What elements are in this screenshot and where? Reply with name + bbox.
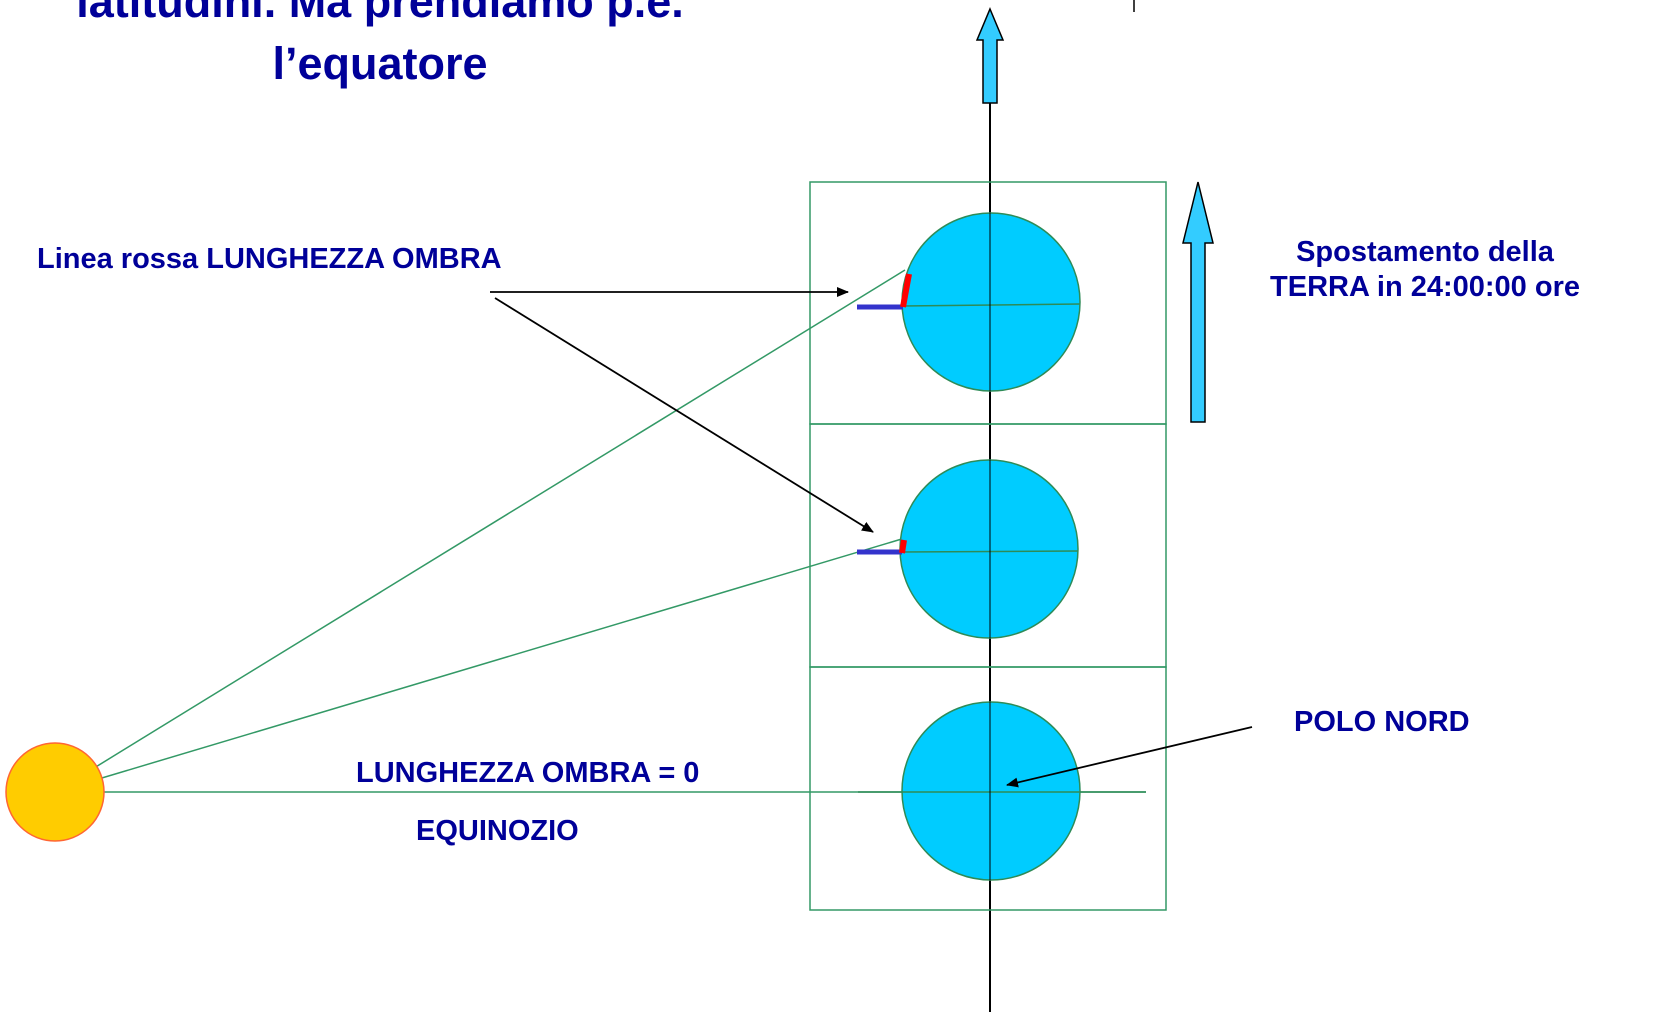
- earth-top-equator: [901, 303, 1081, 307]
- earth-motion-arrow: [1182, 181, 1214, 423]
- earth-middle-disc: [899, 459, 1079, 639]
- label-shadow-zero: LUNGHEZZA OMBRA = 0: [356, 757, 700, 789]
- title-line-2: l’equatore: [272, 38, 488, 89]
- axis-motion-arrow: [975, 7, 1005, 104]
- pointer-to-middle-shadow: [494, 297, 874, 533]
- pointer-to-north-pole: [1006, 726, 1253, 788]
- earth-bottom-disc: [901, 701, 1081, 881]
- shadow-middle: [899, 539, 907, 554]
- label-earth-displacement: Spostamento della TERRA in 24:00:00 ore: [1270, 236, 1580, 303]
- shadow-top: [900, 273, 912, 308]
- sun-ray-top: [54, 269, 906, 793]
- earth-bottom: [858, 701, 1146, 881]
- label-north-pole: POLO NORD: [1294, 706, 1470, 738]
- earth-middle-equator: [899, 550, 1079, 553]
- title-line-1: latitudini. Ma prendiamo p.e.: [76, 0, 684, 27]
- label-equinox: EQUINOZIO: [416, 815, 579, 847]
- label-shadow-line: Linea rossa LUNGHEZZA OMBRA: [37, 243, 502, 275]
- sun-ray-middle: [54, 537, 906, 793]
- earth-top: [901, 212, 1081, 392]
- earth-top-disc: [901, 212, 1081, 392]
- frame-bottom: [809, 666, 1167, 911]
- earth-middle: [899, 459, 1079, 639]
- sun: [5, 742, 105, 842]
